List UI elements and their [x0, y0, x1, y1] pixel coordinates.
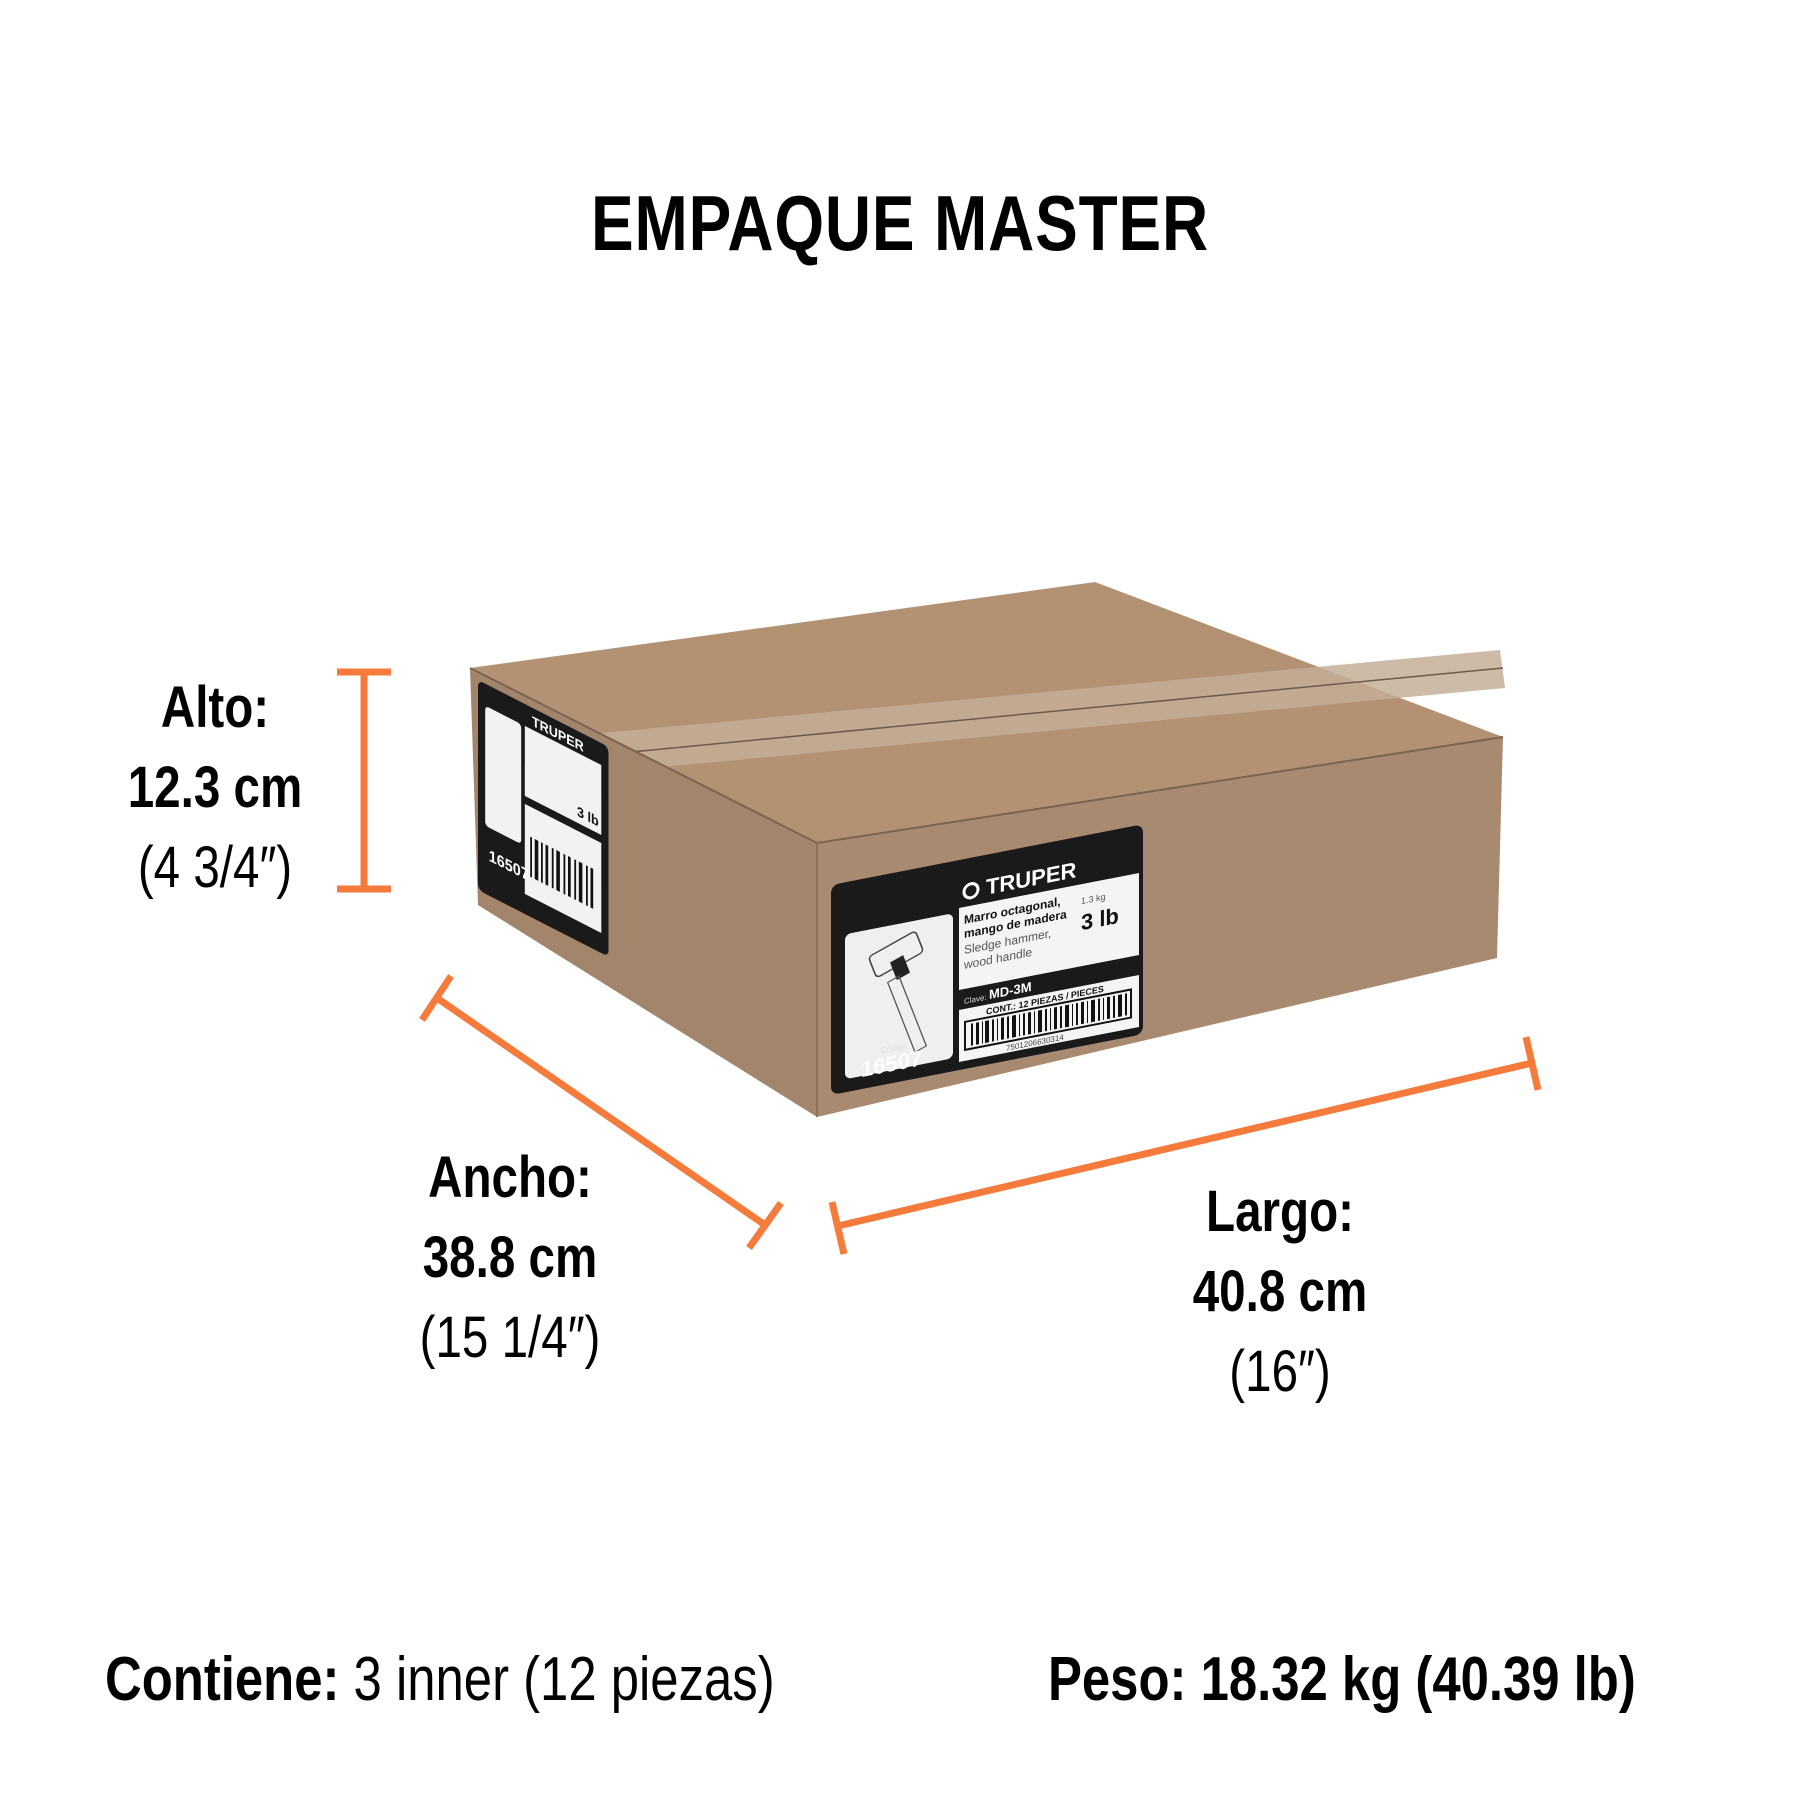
height-inches: (4 3/4″) [137, 835, 293, 900]
contents-info: Contiene: 3 inner (12 piezas) [105, 1640, 775, 1720]
svg-text:1.3 kg: 1.3 kg [1081, 892, 1106, 907]
height-cm: 12.3 cm [127, 755, 303, 820]
height-dimension-marker [337, 668, 391, 893]
length-inches: (16″) [1229, 1339, 1331, 1404]
length-dimension-marker [828, 1036, 1542, 1255]
width-cm: 38.8 cm [422, 1225, 598, 1290]
width-dimension: Ancho: 38.8 cm (15 1/4″) [408, 1138, 613, 1378]
side-product-label: TRUPER 16507 3 lb [478, 682, 609, 955]
page-title: EMPAQUE MASTER [591, 179, 1209, 267]
svg-text:Clave:: Clave: [964, 993, 987, 1006]
length-cm: 40.8 cm [1192, 1259, 1368, 1324]
packing-tape [580, 650, 1505, 770]
contents-label: Contiene: [105, 1645, 340, 1714]
weight-info: Peso: 18.32 kg (40.39 lb) [1048, 1640, 1636, 1720]
height-label: Alto: [160, 675, 270, 740]
contents-value: 3 inner (12 piezas) [353, 1645, 775, 1714]
height-dimension: Alto: 12.3 cm (4 3/4″) [113, 668, 318, 908]
width-label: Ancho: [428, 1145, 592, 1210]
weight-label: Peso: [1048, 1645, 1187, 1714]
length-label: Largo: [1206, 1179, 1354, 1244]
length-dimension: Largo: 40.8 cm (16″) [1173, 1172, 1386, 1412]
width-inches: (15 1/4″) [419, 1305, 601, 1370]
front-product-label: TRUPER Marro octagonal, mango de madera … [831, 825, 1143, 1094]
weight-kg-value: 18.32 kg (40.39 lb) [1200, 1645, 1636, 1714]
width-dimension-marker [419, 974, 784, 1251]
barcode [971, 993, 1127, 1046]
hammer-icon [868, 931, 928, 1054]
